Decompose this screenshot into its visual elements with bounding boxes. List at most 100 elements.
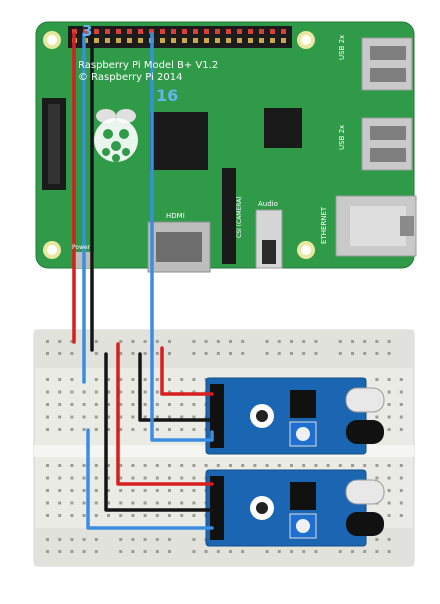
wires bbox=[72, 32, 214, 530]
breadboard-hole bbox=[399, 378, 403, 381]
breadboard-hole bbox=[192, 501, 196, 505]
rail-hole bbox=[143, 352, 147, 355]
breadboard-hole bbox=[363, 464, 367, 467]
gpio-pin bbox=[226, 29, 231, 34]
rail-hole bbox=[58, 340, 62, 343]
power-label: Power bbox=[72, 244, 91, 251]
gpio-pin bbox=[204, 29, 209, 34]
breadboard-hole bbox=[119, 514, 123, 517]
breadboard-hole bbox=[70, 378, 74, 381]
breadboard-hole bbox=[143, 428, 147, 431]
rail-hole bbox=[131, 538, 135, 541]
breadboard-hole bbox=[399, 514, 403, 517]
breadboard-hole bbox=[82, 428, 86, 431]
breadboard-hole bbox=[155, 390, 159, 394]
gpio-pin bbox=[94, 38, 99, 43]
gpio-pin bbox=[171, 29, 176, 34]
breadboard-hole bbox=[338, 464, 342, 467]
rail-hole bbox=[216, 550, 220, 553]
breadboard-hole bbox=[58, 378, 62, 381]
breadboard-hole bbox=[180, 489, 184, 492]
rail-hole bbox=[302, 340, 306, 343]
breadboard-hole bbox=[192, 489, 196, 492]
rail-hole bbox=[351, 352, 354, 355]
breadboard-hole bbox=[180, 428, 184, 431]
breadboard-hole bbox=[131, 428, 135, 431]
breadboard-hole bbox=[46, 514, 49, 517]
breadboard-hole bbox=[143, 403, 147, 406]
breadboard-hole bbox=[107, 476, 110, 480]
breadboard-hole bbox=[399, 464, 403, 467]
breadboard-hole bbox=[143, 476, 147, 480]
gpio-pin bbox=[259, 29, 264, 34]
breadboard-hole bbox=[82, 501, 86, 505]
rail-hole bbox=[265, 550, 269, 553]
breadboard-hole bbox=[82, 514, 86, 517]
pin-label-3: 3 bbox=[82, 22, 93, 40]
breadboard-hole bbox=[119, 403, 123, 406]
breadboard-hole bbox=[131, 489, 135, 492]
breadboard-hole bbox=[131, 415, 135, 419]
breadboard-hole bbox=[180, 514, 184, 517]
breadboard-hole bbox=[168, 378, 171, 381]
lan-chip bbox=[264, 108, 302, 148]
rail-hole bbox=[94, 538, 98, 541]
rail-hole bbox=[229, 550, 232, 553]
soc-chip bbox=[150, 112, 208, 170]
breadboard-hole bbox=[168, 415, 171, 419]
breadboard-hole bbox=[168, 428, 171, 431]
breadboard-hole bbox=[192, 378, 196, 381]
rail-hole bbox=[46, 538, 49, 541]
gpio-pin bbox=[105, 38, 110, 43]
gpio-pin bbox=[215, 38, 220, 43]
breadboard-hole bbox=[168, 476, 171, 480]
breadboard-hole bbox=[119, 476, 123, 480]
rail-hole bbox=[387, 538, 391, 541]
breadboard-hole bbox=[119, 464, 123, 467]
breadboard-hole bbox=[70, 476, 74, 480]
breadboard-hole bbox=[143, 378, 147, 381]
ir-sensor-top bbox=[205, 377, 385, 455]
rail-hole bbox=[338, 550, 342, 553]
breadboard-hole bbox=[399, 403, 403, 406]
breadboard-hole bbox=[192, 428, 196, 431]
rail-hole bbox=[131, 352, 135, 355]
breadboard-hole bbox=[399, 415, 403, 419]
breadboard-hole bbox=[241, 464, 245, 467]
breadboard-hole bbox=[58, 501, 62, 505]
breadboard-hole bbox=[168, 464, 171, 467]
breadboard-hole bbox=[94, 378, 98, 381]
breadboard-hole bbox=[70, 415, 74, 419]
breadboard-hole bbox=[94, 464, 98, 467]
breadboard-hole bbox=[58, 390, 62, 394]
gpio-pin bbox=[116, 29, 121, 34]
rail-hole bbox=[338, 340, 342, 343]
breadboard-hole bbox=[192, 476, 196, 480]
breadboard-hole bbox=[46, 501, 49, 505]
breadboard-hole bbox=[155, 403, 159, 406]
raspberry-logo-icon bbox=[94, 109, 138, 162]
rail-hole bbox=[375, 340, 379, 343]
breadboard-hole bbox=[192, 390, 196, 394]
breadboard-hole bbox=[82, 403, 86, 406]
breadboard-hole bbox=[82, 415, 86, 419]
sensor-pin-header bbox=[210, 476, 224, 540]
breadboard-hole bbox=[216, 464, 220, 467]
breadboard-hole bbox=[143, 390, 147, 394]
breadboard-hole bbox=[399, 476, 403, 480]
breadboard-hole bbox=[375, 464, 379, 467]
breadboard-hole bbox=[143, 489, 147, 492]
breadboard-hole bbox=[94, 489, 98, 492]
breadboard-hole bbox=[131, 501, 135, 505]
rail-hole bbox=[192, 340, 196, 343]
breadboard-hole bbox=[180, 476, 184, 480]
gpio-pin bbox=[226, 38, 231, 43]
breadboard-hole bbox=[70, 464, 74, 467]
breadboard-hole bbox=[107, 415, 110, 419]
rail-hole bbox=[58, 352, 62, 355]
rail-hole bbox=[155, 550, 159, 553]
rail-hole bbox=[143, 340, 147, 343]
breadboard-hole bbox=[168, 403, 171, 406]
wire-red-top-sensor bbox=[160, 346, 214, 396]
